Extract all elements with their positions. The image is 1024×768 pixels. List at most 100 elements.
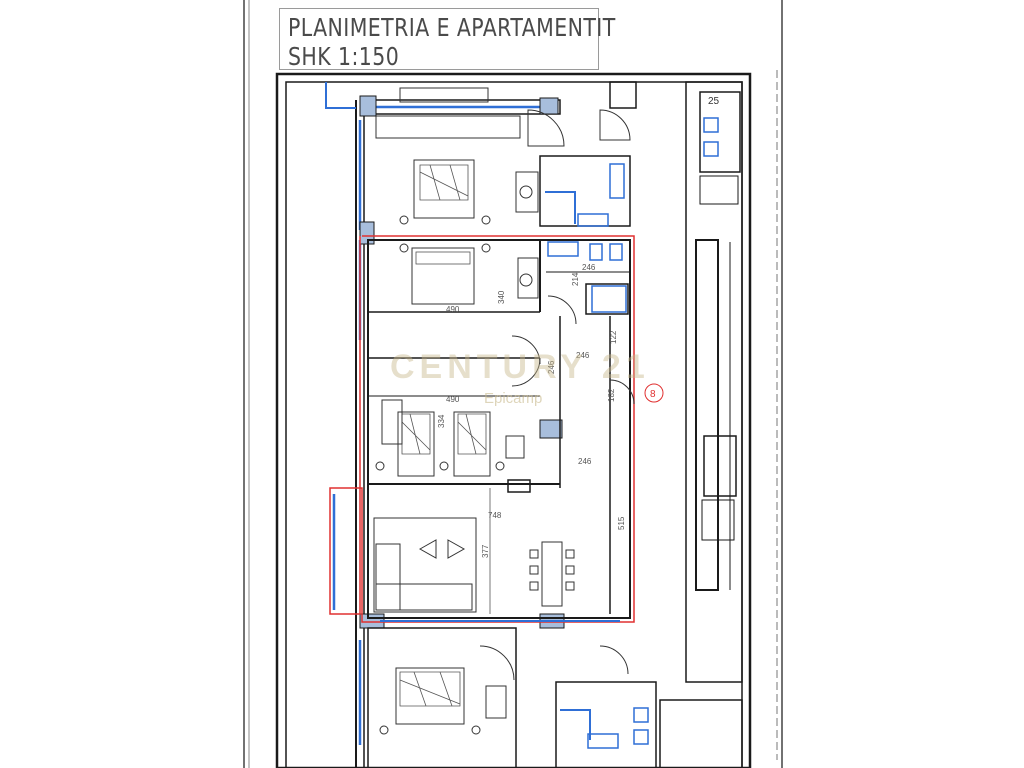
desk-bedroom2: [381, 399, 403, 445]
sofa: [375, 543, 401, 611]
wc-upper: [609, 163, 625, 199]
window-top-left-frame: [325, 82, 356, 109]
coffee-table-left: [418, 539, 437, 559]
desk-lower: [485, 685, 507, 719]
bed-upper-sheet: [419, 164, 469, 201]
core-room: [699, 91, 741, 173]
apartment-wall: [367, 239, 631, 619]
nightstand-lamp: [399, 243, 409, 253]
dim-515: 515: [617, 516, 626, 530]
watermark-sub: Epicamp: [484, 390, 543, 407]
dim-214: 214: [571, 272, 580, 286]
nightstand-lamp: [495, 461, 505, 471]
core-shaft: [699, 175, 739, 205]
shower-tray: [591, 285, 627, 313]
dim-246d: 246: [578, 457, 592, 466]
nightstand-lamp: [399, 215, 409, 225]
plan-scale: SHK 1:150: [288, 42, 400, 71]
column: [359, 95, 377, 117]
plan-title: PLANIMETRIA E APARTAMENTIT: [288, 13, 616, 42]
door-swing: [547, 295, 577, 325]
lower-unit-wall: [367, 627, 517, 768]
bidet-lower: [633, 729, 649, 745]
bed-single-b: [453, 411, 491, 477]
dining-table: [541, 541, 563, 607]
door-swing: [599, 109, 631, 141]
dim-246a: 246: [582, 263, 596, 272]
watermark-brand: CENTURY 21: [390, 348, 650, 386]
nightstand-lamp: [481, 215, 491, 225]
dim-490a: 490: [446, 305, 460, 314]
dining-chair: [529, 581, 539, 591]
sink-lower: [587, 733, 619, 749]
dining-chair: [565, 549, 575, 559]
sink-upper: [577, 213, 609, 227]
balcony-rail-top: [399, 87, 489, 103]
bath-room: [585, 283, 629, 315]
wc-core: [703, 117, 719, 133]
desk-chair: [505, 435, 525, 459]
sink: [547, 241, 579, 257]
bed-lower: [395, 667, 465, 725]
bed-single-a-sheet: [401, 413, 431, 455]
desk-upper: [515, 171, 539, 213]
living-zone: [373, 517, 477, 613]
dim-246c: 246: [547, 360, 556, 374]
sofa-bottom: [375, 583, 473, 611]
unit-marker: 8: [650, 389, 656, 400]
dining-chair: [529, 565, 539, 575]
nightstand-lamp: [471, 725, 481, 735]
nightstand-lamp: [439, 461, 449, 471]
wc-lower: [633, 707, 649, 723]
wardrobe-top: [375, 115, 521, 139]
nightstand-lamp: [481, 243, 491, 253]
bed-single-a: [397, 411, 435, 477]
nightstand-lamp: [379, 725, 389, 735]
wc: [589, 243, 603, 261]
dim-340: 340: [497, 290, 506, 304]
partition-upper: [609, 81, 637, 109]
column: [539, 97, 559, 115]
building-outer-wall: [275, 72, 752, 768]
bath-lower: [555, 681, 657, 768]
door-swing: [479, 645, 515, 681]
core-wall: [695, 239, 719, 591]
dim-490b: 490: [446, 395, 460, 404]
door-swing: [527, 109, 565, 147]
core-shaft: [703, 435, 737, 497]
bed-upper: [413, 159, 475, 219]
door-swing: [599, 645, 629, 675]
core-shaft: [701, 499, 735, 541]
column: [539, 419, 563, 439]
bed-single-b-sheet: [457, 413, 487, 455]
shower-lower: [560, 709, 591, 740]
door-swing: [511, 357, 541, 387]
coffee-table-right: [447, 539, 466, 559]
desk-bedroom1: [517, 257, 539, 299]
dim-334: 334: [437, 414, 446, 428]
apartment-outline: [329, 235, 635, 623]
corridor-wall: [685, 81, 743, 683]
dining-chair: [565, 581, 575, 591]
unit-marker-circle: [644, 383, 664, 403]
lower-core: [659, 699, 743, 768]
nightstand-lamp: [375, 461, 385, 471]
bed-pillow: [415, 251, 471, 265]
building-inner-wall: [285, 81, 743, 768]
dining-chair: [565, 565, 575, 575]
dim-748: 748: [488, 511, 502, 520]
door-swing: [609, 379, 635, 405]
bed-bedroom1: [411, 247, 475, 305]
dim-122: 122: [609, 330, 618, 344]
corner-label: 25: [708, 96, 720, 107]
dim-377: 377: [481, 544, 490, 558]
chair-bedroom1: [519, 273, 533, 287]
dim-246b: 246: [576, 351, 590, 360]
dim-182: 182: [607, 388, 616, 402]
bidet: [609, 243, 623, 261]
shower-upper: [545, 191, 576, 224]
dining-chair: [529, 549, 539, 559]
chair-upper: [519, 185, 533, 199]
